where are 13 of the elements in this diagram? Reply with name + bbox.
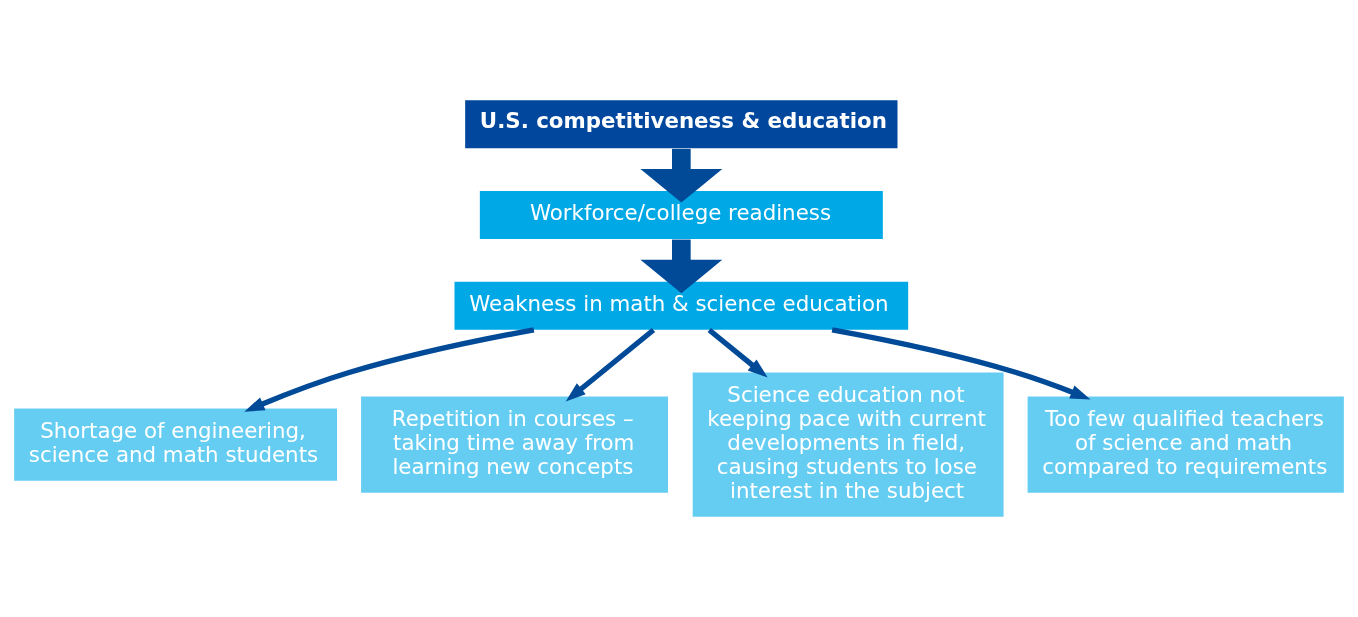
arrow — [640, 148, 723, 203]
arrow — [831, 327, 1091, 400]
node-box: Science education not keeping pace with current developments in field, causing students to lose interest in the subject — [692, 372, 1004, 517]
node-box: Repetition in courses – taking time away from learning new concepts — [361, 396, 668, 493]
arrow — [565, 327, 656, 402]
node-box: U.S. competitiveness & education — [465, 100, 898, 149]
node-box: Too few qualified teachers of science and math compared to requirements — [1027, 396, 1344, 493]
node-box: Workforce/college readiness — [479, 191, 883, 240]
node-box: Shortage of engineering, science and math students — [14, 408, 338, 481]
node-box: Weakness in math & science education — [454, 281, 909, 330]
arrow — [640, 239, 723, 294]
arrow — [707, 327, 768, 378]
arrow — [244, 327, 535, 412]
